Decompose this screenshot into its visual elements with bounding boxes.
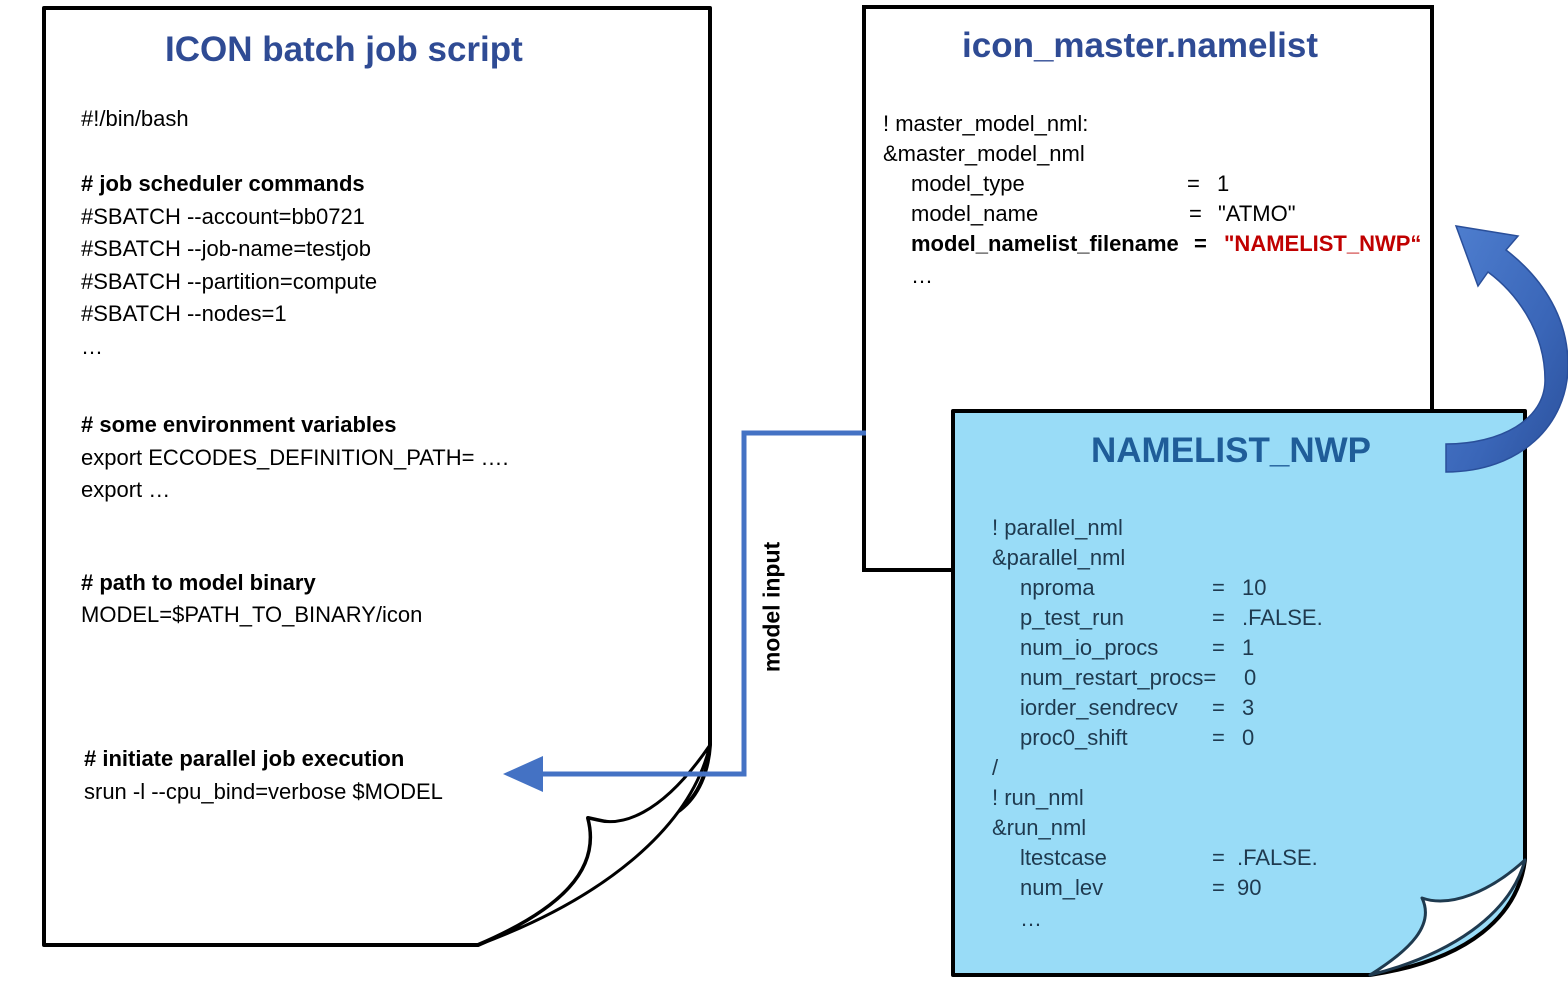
batch-script-page-curl (476, 743, 712, 947)
parallel-entry-eq: = (1212, 605, 1225, 630)
model-input-arrowhead (503, 756, 543, 792)
binary-heading: # path to model binary (81, 570, 316, 595)
master-group: &master_model_nml (883, 141, 1085, 166)
batch-script-title: ICON batch job script (165, 30, 523, 69)
run-entry-key: num_lev (1020, 875, 1104, 900)
scheduler-line: #SBATCH --nodes=1 (81, 301, 287, 326)
model-input-connector (540, 430, 866, 777)
master-entry-key: model_namelist_filename (911, 231, 1179, 256)
parallel-entry-key: num_io_procs (1020, 635, 1159, 660)
parallel-entry-value: 3 (1242, 695, 1255, 720)
namelist-filename-value: "NAMELIST_NWP“ (1224, 231, 1422, 256)
run-entry-value: .FALSE. (1237, 845, 1318, 870)
parallel-group: &parallel_nml (992, 545, 1126, 570)
reference-curved-arrow (1445, 225, 1568, 473)
master-ellipsis: … (911, 263, 933, 288)
exec-heading: # initiate parallel job execution (84, 746, 405, 771)
parallel-entry-eq: = (1212, 575, 1225, 600)
parallel-entry-value: 1 (1242, 635, 1255, 660)
run-entry-eq: = (1212, 875, 1225, 900)
nwp-page-curl (1368, 858, 1527, 977)
run-entry-key: ltestcase (1020, 845, 1107, 870)
exec-line: srun -l --cpu_bind=verbose $MODEL (84, 779, 443, 804)
master-entry-key: model_name (911, 201, 1039, 226)
parallel-entry-value: 10 (1242, 575, 1267, 600)
nwp-page-corner (1520, 940, 1528, 980)
shebang-line: #!/bin/bash (81, 106, 189, 131)
master-entry-value: 1 (1217, 171, 1230, 196)
env-line: export … (81, 477, 171, 502)
parallel-entry-value: .FALSE. (1242, 605, 1323, 630)
parallel-entry-key: num_restart_procs= (1020, 665, 1217, 690)
parallel-entry-key: nproma (1020, 575, 1095, 600)
master-entry-eq: = (1187, 171, 1200, 196)
scheduler-heading: # job scheduler commands (81, 171, 365, 196)
parallel-comment: ! parallel_nml (992, 515, 1123, 540)
master-entry-eq: = (1189, 201, 1202, 226)
parallel-entry-eq: = (1212, 635, 1225, 660)
master-namelist-title: icon_master.namelist (962, 26, 1318, 65)
parallel-entry-eq: = (1212, 695, 1225, 720)
scheduler-ellipsis: … (81, 334, 103, 359)
binary-line: MODEL=$PATH_TO_BINARY/icon (81, 602, 423, 627)
parallel-entry-key: p_test_run (1020, 605, 1124, 630)
scheduler-line: #SBATCH --job-name=testjob (81, 236, 371, 261)
scheduler-line: #SBATCH --partition=compute (81, 269, 378, 294)
env-line: export ECCODES_DEFINITION_PATH= …. (81, 445, 509, 470)
parallel-entry-value: 0 (1242, 725, 1255, 750)
env-heading: # some environment variables (81, 412, 397, 437)
run-entry-eq: = (1212, 845, 1225, 870)
group-end: / (992, 755, 999, 780)
run-entry-value: 90 (1237, 875, 1262, 900)
master-entry-key: model_type (911, 171, 1025, 196)
master-entry-eq: = (1194, 231, 1207, 256)
parallel-entry-eq: = (1212, 725, 1225, 750)
master-entry-value: "ATMO" (1218, 201, 1296, 226)
nwp-ellipsis: … (1020, 906, 1042, 931)
parallel-entry-value: 0 (1244, 665, 1257, 690)
model-input-label: model input (758, 541, 785, 673)
master-comment: ! master_model_nml: (883, 111, 1089, 136)
run-group: &run_nml (992, 815, 1087, 840)
run-comment: ! run_nml (992, 785, 1084, 810)
parallel-entry-key: proc0_shift (1020, 725, 1128, 750)
parallel-entry-key: iorder_sendrecv (1020, 695, 1178, 720)
nwp-namelist-title: NAMELIST_NWP (1091, 431, 1371, 470)
scheduler-line: #SBATCH --account=bb0721 (81, 204, 365, 229)
